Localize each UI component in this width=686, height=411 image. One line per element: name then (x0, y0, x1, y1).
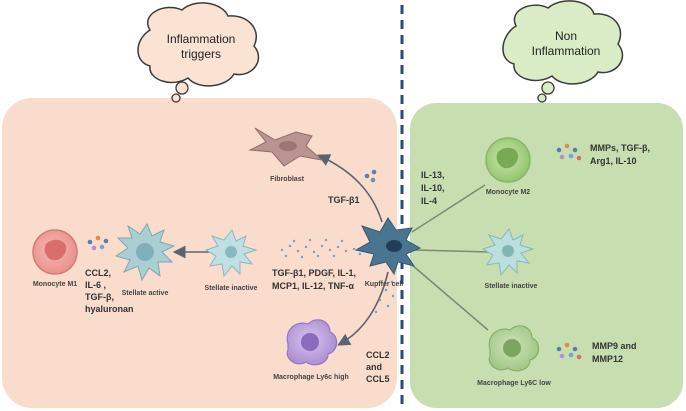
mol-tgf-fibro: TGF-β1 (328, 195, 360, 205)
cloud-left-line2: triggers (181, 47, 221, 61)
fibroblast-cell (248, 127, 324, 167)
arrow-to-fibroblast (317, 154, 383, 223)
signal-spray (280, 238, 395, 314)
mol-mh-3: CCL5 (366, 374, 390, 384)
label-stellate-inactive-right: Stellate inactive (485, 283, 538, 290)
monocyte-m2-cell (485, 137, 531, 183)
cloud-non-inflammation: Non Inflammation (502, 0, 624, 103)
label-fibroblast: Fibroblast (270, 176, 305, 183)
mol-m2-in-3: IL-4 (421, 196, 437, 206)
cloud-inflammation: Inflammation triggers (137, 2, 260, 103)
label-stellate-active: Stellate active (122, 290, 169, 297)
mol-m1-3: TGF-β, (85, 292, 114, 302)
label-macrophage-high: Macrophage Ly6c high (273, 374, 349, 381)
mol-m2-in-1: IL-13, (421, 170, 445, 180)
monocyte-m1-cell (32, 229, 78, 275)
molecule-dots-fibro (364, 169, 377, 183)
mol-m1-1: CCL2, (85, 268, 111, 278)
mol-m2-in-2: IL-10, (421, 183, 445, 193)
mol-stellate-1: TGF-β1, PDGF, IL-1, (272, 268, 356, 278)
molecule-dots-m2 (556, 143, 582, 161)
label-kupffer: Kupffer cell (365, 281, 404, 288)
line-to-macrophage-low (411, 264, 489, 331)
label-monocyte-m1: Monocyte M1 (33, 281, 77, 288)
mol-m1-2: IL-6 , (85, 280, 106, 290)
molecule-dots-m1 (87, 235, 109, 251)
line-to-stellate-inactive-right (414, 249, 491, 253)
mol-m2-out-2: Arg1, IL-10 (590, 156, 637, 166)
mol-stellate-2: MCP1, IL-12, TNF-α (272, 281, 355, 291)
cloud-right-line2: Inflammation (532, 44, 601, 58)
mol-low-1: MMP9 and (592, 341, 637, 351)
mol-mh-1: CCL2 (366, 350, 390, 360)
molecule-dots-low (556, 342, 582, 360)
stellate-inactive-right-cell (481, 227, 535, 277)
mol-m2-out-1: MMPs, TGF-β, (590, 143, 650, 153)
stellate-inactive-left-cell (204, 228, 258, 278)
line-to-monocyte-m2 (411, 184, 486, 233)
mol-mh-2: and (366, 362, 382, 372)
label-monocyte-m2: Monocyte M2 (486, 189, 530, 196)
stellate-active-cell (114, 222, 176, 282)
arrow-to-macrophage-high (337, 271, 389, 346)
cloud-right-line1: Non (555, 29, 577, 43)
cloud-left-line1: Inflammation (167, 32, 236, 46)
label-stellate-inactive-left: Stellate inactive (205, 285, 258, 292)
label-macrophage-low: Macrophage Ly6C low (477, 380, 551, 387)
mol-m1-4: hyaluronan (85, 304, 134, 314)
macrophage-low-cell (488, 325, 540, 372)
mol-low-2: MMP12 (592, 354, 623, 364)
macrophage-high-cell (286, 319, 338, 366)
non-inflammation-panel (410, 103, 683, 408)
kupffer-cell (354, 217, 422, 276)
